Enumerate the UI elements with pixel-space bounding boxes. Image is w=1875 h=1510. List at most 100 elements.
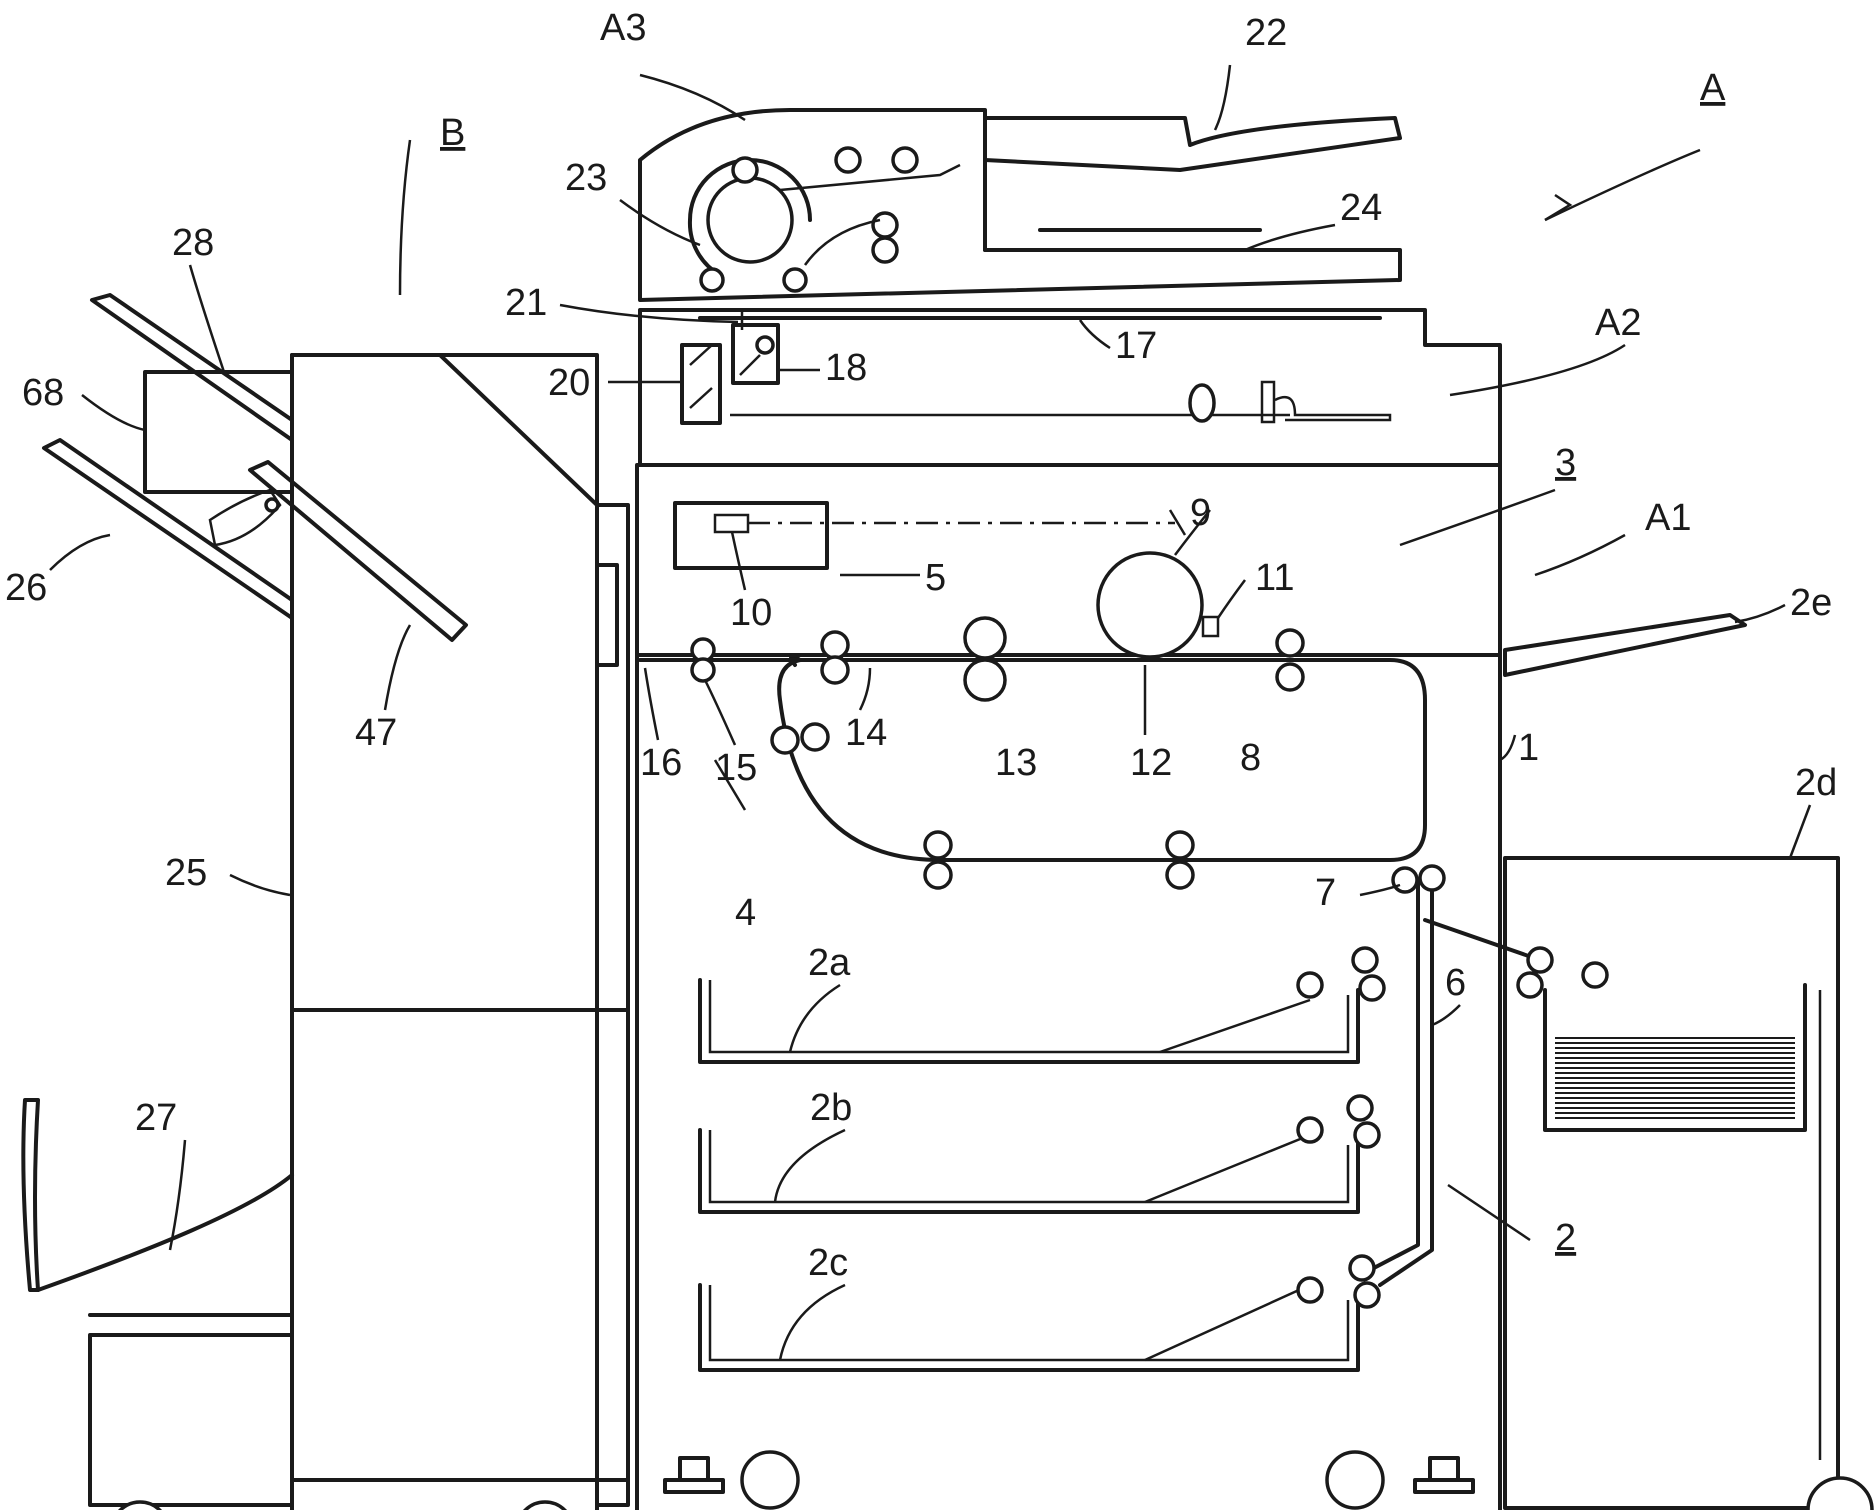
paper-tray-2b: [700, 1130, 1358, 1212]
tray-2c-lift: [1145, 1285, 1310, 1360]
leader-6: [1432, 1005, 1460, 1025]
reverse-roller: [772, 727, 798, 753]
label-2c: 2c: [808, 1242, 848, 1284]
leader-a: [1545, 150, 1700, 220]
leader-7: [1360, 885, 1400, 895]
label-13: 13: [995, 742, 1037, 784]
label-28: 28: [172, 222, 214, 264]
label-2a: 2a: [808, 942, 851, 984]
finisher-base: [90, 1335, 292, 1505]
label-20: 20: [548, 362, 590, 404]
stacker-stopper: [23, 1100, 38, 1290]
label-1: 1: [1518, 727, 1539, 769]
laser-source-10: [715, 515, 748, 532]
reverse-roller: [802, 724, 828, 750]
printer-caster: [742, 1452, 798, 1508]
leader-11: [1218, 580, 1245, 618]
bypass-path: [1425, 920, 1540, 960]
pickup-roller: [1298, 1278, 1322, 1302]
label-2d: 2d: [1795, 762, 1837, 804]
label-7: 7: [1315, 872, 1336, 914]
leader-25: [230, 875, 290, 895]
leader-47: [385, 625, 410, 710]
label-27: 27: [135, 1097, 177, 1139]
fuser-roller-13: [965, 618, 1005, 658]
label-14: 14: [845, 712, 887, 754]
leader-22: [1215, 65, 1230, 130]
vertical-feed-path-6-outer: [1380, 880, 1432, 1285]
duplex-roller: [1167, 862, 1193, 888]
label-25: 25: [165, 852, 207, 894]
leader-2c: [780, 1285, 845, 1360]
label-22: 22: [1245, 12, 1287, 54]
leader-3: [1400, 490, 1555, 545]
label-26: 26: [5, 567, 47, 609]
lcf-roller: [1518, 973, 1542, 997]
pickup-roller: [1298, 1118, 1322, 1142]
duplex-roller: [1167, 832, 1193, 858]
leader-2a: [790, 985, 840, 1052]
adf-drum-23: [708, 178, 792, 262]
scanner-body: [640, 310, 1500, 465]
label-2e: 2e: [1790, 582, 1832, 624]
leader-2e: [1735, 605, 1785, 622]
hinge-pin: [266, 499, 278, 511]
lcf-caster: [1808, 1478, 1872, 1510]
tray-2a-lift: [1160, 1000, 1310, 1052]
pickup-roller: [1298, 973, 1322, 997]
pickup-roller: [1355, 1123, 1379, 1147]
label-11: 11: [1255, 557, 1294, 599]
label-5: 5: [925, 557, 946, 599]
roller-14: [822, 632, 848, 658]
roller-14: [822, 657, 848, 683]
registration-roller-8: [1277, 630, 1303, 656]
label-2: 2: [1555, 1217, 1576, 1259]
document-tray-22: [985, 118, 1400, 170]
finisher-connector: [597, 505, 628, 1505]
leader-a2: [1450, 345, 1625, 395]
leader-10: [732, 532, 745, 590]
leader-16: [645, 668, 658, 740]
leader-2b: [775, 1130, 845, 1202]
tray-2b-lift: [1145, 1135, 1310, 1202]
manual-tray-2e: [1505, 615, 1745, 675]
large-capacity-feeder-2d: [1505, 858, 1872, 1510]
adf-roller: [701, 269, 723, 291]
adf-roller: [784, 269, 806, 291]
document-feeder-a3: [640, 110, 1400, 300]
leader-68: [82, 395, 145, 430]
adf-roller: [873, 238, 897, 262]
ccd-sensor: [1275, 397, 1390, 420]
leader-2: [1448, 1185, 1530, 1240]
finisher-caster-right: [517, 1502, 573, 1510]
label-a3: A3: [600, 7, 646, 49]
mirror-unit-20: [682, 345, 720, 423]
lcf-roller: [1528, 948, 1552, 972]
leader-28: [190, 265, 225, 375]
mirror: [690, 388, 712, 408]
leader-a1: [1535, 535, 1625, 575]
label-18: 18: [825, 347, 867, 389]
leader-15: [705, 680, 735, 745]
paper-tray-2c: [700, 1285, 1358, 1370]
adjuster-foot-base: [665, 1480, 723, 1492]
label-15: 15: [715, 747, 757, 789]
mirror: [690, 345, 712, 365]
paper-stack: [1555, 1038, 1795, 1118]
leader-b: [400, 140, 410, 295]
adf-feed-path: [780, 165, 960, 190]
label-2b: 2b: [810, 1087, 852, 1129]
label-6: 6: [1445, 962, 1466, 1004]
adf-return-path: [805, 220, 880, 265]
printer-a1: [637, 465, 1745, 1510]
label-47: 47: [355, 712, 397, 754]
pickup-roller: [1355, 1283, 1379, 1307]
adjuster-foot-base: [1415, 1480, 1473, 1492]
lcf-roller: [1583, 963, 1607, 987]
pickup-roller: [1353, 948, 1377, 972]
label-8: 8: [1240, 737, 1261, 779]
finisher-b: [23, 295, 628, 1510]
label-leaders: [50, 65, 1810, 1360]
